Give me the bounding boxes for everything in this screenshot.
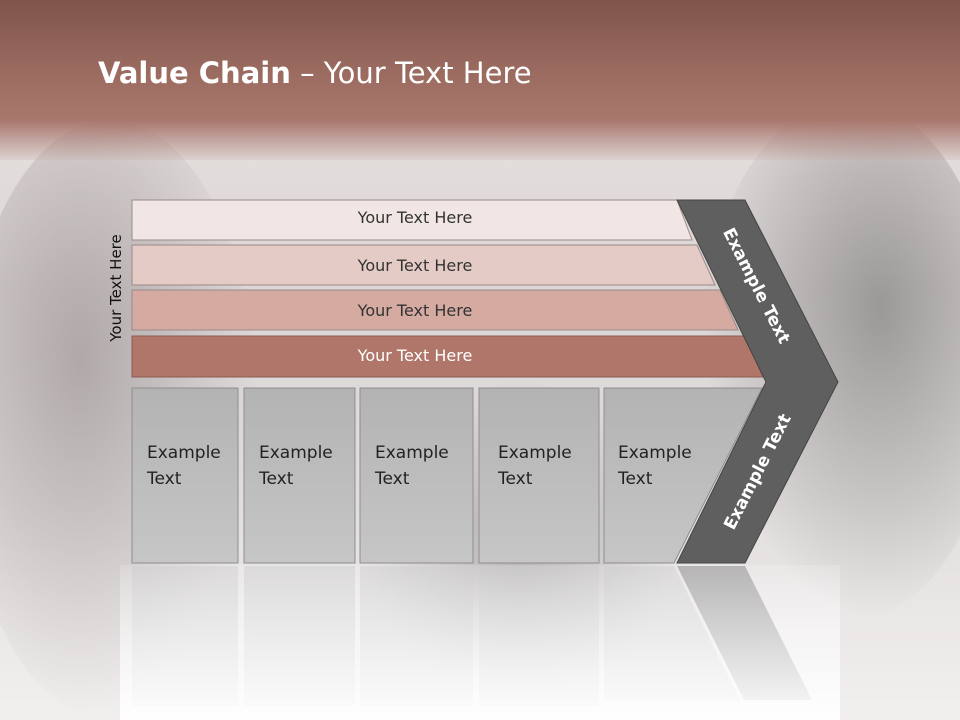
- column-1-line1: Example: [147, 443, 221, 463]
- band-2-shape[interactable]: [131, 244, 716, 286]
- column-5-line1: Example: [618, 443, 692, 463]
- column-4-text: Example Text: [498, 440, 572, 492]
- slide-title[interactable]: Value Chain – Your Text Here: [98, 56, 532, 90]
- column-4-line2: Text: [498, 469, 533, 489]
- band-4-label: Your Text Here: [357, 346, 473, 365]
- column-3-text: Example Text: [375, 440, 449, 492]
- column-5-line2: Text: [618, 469, 653, 489]
- title-rest: – Your Text Here: [290, 56, 532, 90]
- band-3-label: Your Text Here: [357, 301, 473, 320]
- band-1-label: Your Text Here: [357, 208, 473, 227]
- column-1-line2: Text: [147, 469, 182, 489]
- band-3-shape[interactable]: [131, 289, 739, 331]
- band-1-shape[interactable]: [131, 199, 693, 241]
- column-4-line1: Example: [498, 443, 572, 463]
- column-2-shape[interactable]: [243, 387, 356, 564]
- chevron-shape[interactable]: [676, 199, 839, 564]
- column-3-line2: Text: [375, 469, 410, 489]
- column-4-shape[interactable]: [478, 387, 600, 564]
- column-2-text: Example Text: [259, 440, 333, 492]
- column-5-text: Example Text: [618, 440, 692, 492]
- column-1-text: Example Text: [147, 440, 221, 492]
- column-3-line1: Example: [375, 443, 449, 463]
- column-2-line2: Text: [259, 469, 294, 489]
- column-5-shape[interactable]: [603, 387, 763, 564]
- title-bold: Value Chain: [98, 56, 291, 90]
- title-banner: [0, 0, 960, 160]
- column-2-line1: Example: [259, 443, 333, 463]
- column-3-shape[interactable]: [359, 387, 474, 564]
- column-1-shape[interactable]: [131, 387, 239, 564]
- band-2-label: Your Text Here: [357, 256, 473, 275]
